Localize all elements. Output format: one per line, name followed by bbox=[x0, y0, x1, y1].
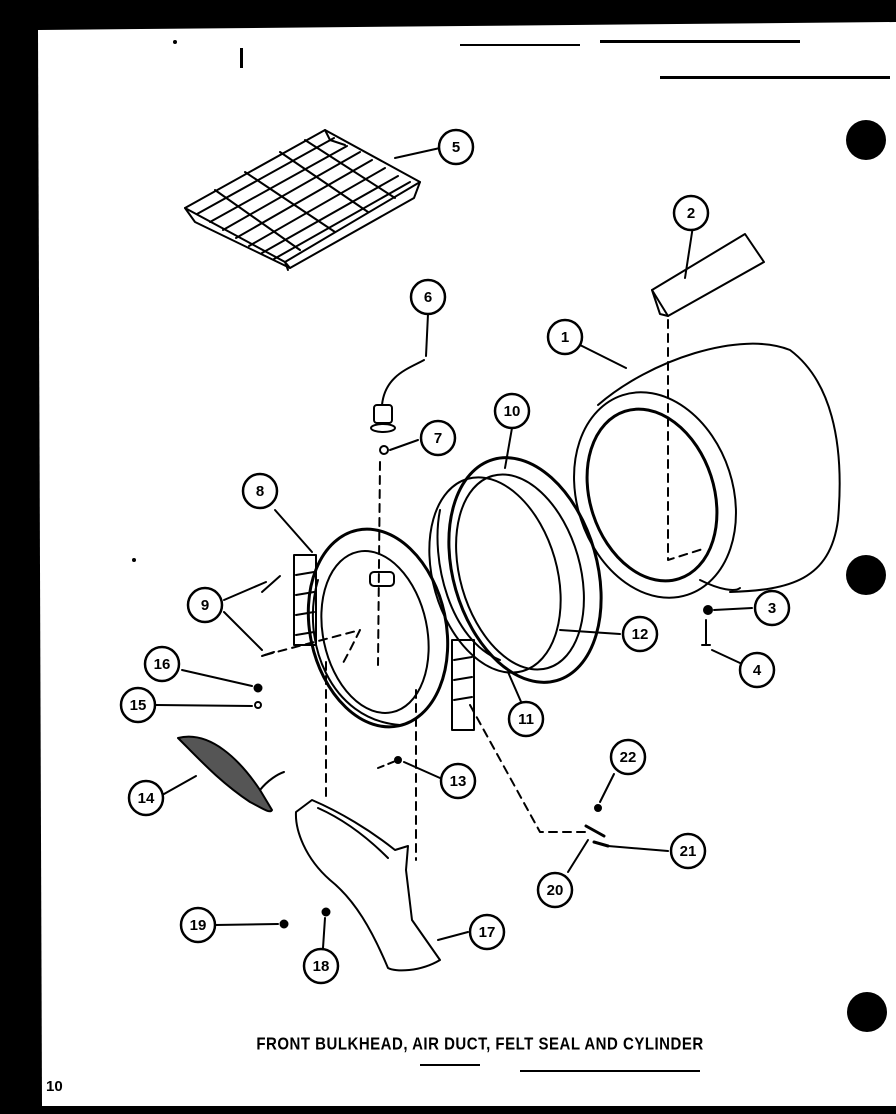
callout-circle-5 bbox=[437, 128, 475, 166]
leader-8 bbox=[274, 509, 313, 553]
baffle-part bbox=[651, 233, 765, 317]
callout-label-14: 14 bbox=[138, 790, 155, 807]
callout-label-13: 13 bbox=[450, 773, 467, 790]
paper bbox=[38, 22, 896, 1106]
callout-circle-6 bbox=[409, 278, 447, 316]
callout-label-19: 19 bbox=[190, 917, 207, 934]
callout-circle-19 bbox=[179, 906, 217, 944]
callout-label-7: 7 bbox=[434, 430, 442, 447]
callout-circle-16 bbox=[143, 645, 181, 683]
felt-seal-part bbox=[428, 456, 603, 684]
callout-circle-13 bbox=[439, 762, 477, 800]
callout-circle-14 bbox=[127, 779, 165, 817]
screw-13 bbox=[394, 756, 402, 764]
callout-circle-2 bbox=[672, 194, 710, 232]
leader-17 bbox=[437, 931, 469, 941]
callout-label-8: 8 bbox=[256, 483, 264, 500]
leader-14 bbox=[163, 775, 197, 795]
callout-label-10: 10 bbox=[504, 403, 521, 420]
callout-circle-1 bbox=[546, 318, 584, 356]
callout-label-4: 4 bbox=[753, 662, 762, 679]
callout-circle-7 bbox=[419, 419, 457, 457]
leader-21 bbox=[607, 845, 669, 852]
punch-hole-middle bbox=[846, 555, 886, 595]
callout-label-16: 16 bbox=[154, 656, 171, 673]
callout-circle-11 bbox=[507, 700, 545, 738]
dashed-bulkhead-line bbox=[264, 629, 361, 666]
leader-22 bbox=[599, 773, 615, 803]
leader-11 bbox=[507, 671, 523, 705]
screw-22 bbox=[594, 804, 602, 812]
dashed-switch-line bbox=[469, 704, 586, 833]
dashed-duct-lines bbox=[325, 661, 417, 861]
callout-circle-3 bbox=[753, 589, 791, 627]
leader-12 bbox=[559, 629, 621, 635]
callout-label-21: 21 bbox=[680, 843, 697, 860]
callout-circle-18 bbox=[302, 947, 340, 985]
leader-20 bbox=[567, 839, 589, 873]
callout-label-22: 22 bbox=[620, 749, 637, 766]
punch-hole-bottom bbox=[847, 992, 887, 1032]
page-number: 10 bbox=[46, 1078, 63, 1095]
harness-part bbox=[370, 359, 425, 455]
leader-7 bbox=[389, 439, 419, 451]
callout-label-18: 18 bbox=[313, 958, 330, 975]
callout-label-15: 15 bbox=[130, 697, 147, 714]
leader-6 bbox=[425, 313, 429, 357]
callout-circle-9 bbox=[186, 586, 224, 624]
callout-label-11: 11 bbox=[518, 711, 534, 728]
callout-label-3: 3 bbox=[768, 600, 776, 617]
punch-hole-top bbox=[846, 120, 886, 160]
callout-label-20: 20 bbox=[547, 882, 564, 899]
washer-16 bbox=[253, 683, 263, 693]
screw-part bbox=[701, 619, 711, 646]
leader-4 bbox=[711, 649, 741, 664]
leader-19 bbox=[214, 923, 279, 926]
callout-circle-12 bbox=[621, 615, 659, 653]
callout-label-1: 1 bbox=[561, 329, 569, 346]
leader-16-upper bbox=[181, 669, 253, 687]
nut-part bbox=[703, 605, 713, 615]
callout-circle-17 bbox=[468, 913, 506, 951]
screw-15 bbox=[254, 701, 262, 709]
switch-parts bbox=[584, 824, 610, 848]
dashed-harness-line bbox=[377, 461, 381, 666]
screw-19 bbox=[279, 919, 289, 929]
callout-circle-21 bbox=[669, 832, 707, 870]
callout-circle-20 bbox=[536, 871, 574, 909]
leader-9 bbox=[223, 581, 267, 651]
leader-1 bbox=[579, 344, 627, 369]
rack-part bbox=[184, 129, 421, 271]
callout-label-2: 2 bbox=[687, 205, 695, 222]
callout-circle-22 bbox=[609, 738, 647, 776]
callout-label-6: 6 bbox=[424, 289, 432, 306]
air-duct-part bbox=[294, 799, 441, 972]
leader-2 bbox=[684, 225, 694, 279]
diagram-caption: FRONT BULKHEAD, AIR DUCT, FELT SEAL AND … bbox=[256, 1034, 704, 1055]
callout-label-12: 12 bbox=[632, 626, 649, 643]
callout-label-5: 5 bbox=[452, 139, 460, 156]
lint-screen-part bbox=[177, 735, 285, 813]
screw-9a bbox=[261, 575, 281, 593]
leader-5 bbox=[394, 147, 441, 159]
leader-15 bbox=[155, 704, 253, 707]
cylinder-part bbox=[573, 342, 841, 599]
callout-circle-10 bbox=[493, 392, 531, 430]
screw-18 bbox=[321, 907, 331, 917]
callout-label-9: 9 bbox=[201, 597, 209, 614]
leader-18 bbox=[322, 917, 326, 949]
callout-circle-4 bbox=[738, 651, 776, 689]
callout-circle-15 bbox=[119, 686, 157, 724]
leader-10 bbox=[504, 427, 513, 469]
dashed-baffle-line bbox=[667, 319, 707, 561]
callout-label-17: 17 bbox=[479, 924, 496, 941]
scan-noise bbox=[132, 40, 890, 1072]
callout-circle-8 bbox=[241, 472, 279, 510]
leader-13 bbox=[403, 761, 441, 779]
leader-3 bbox=[713, 607, 753, 611]
screw-9b bbox=[261, 651, 275, 657]
